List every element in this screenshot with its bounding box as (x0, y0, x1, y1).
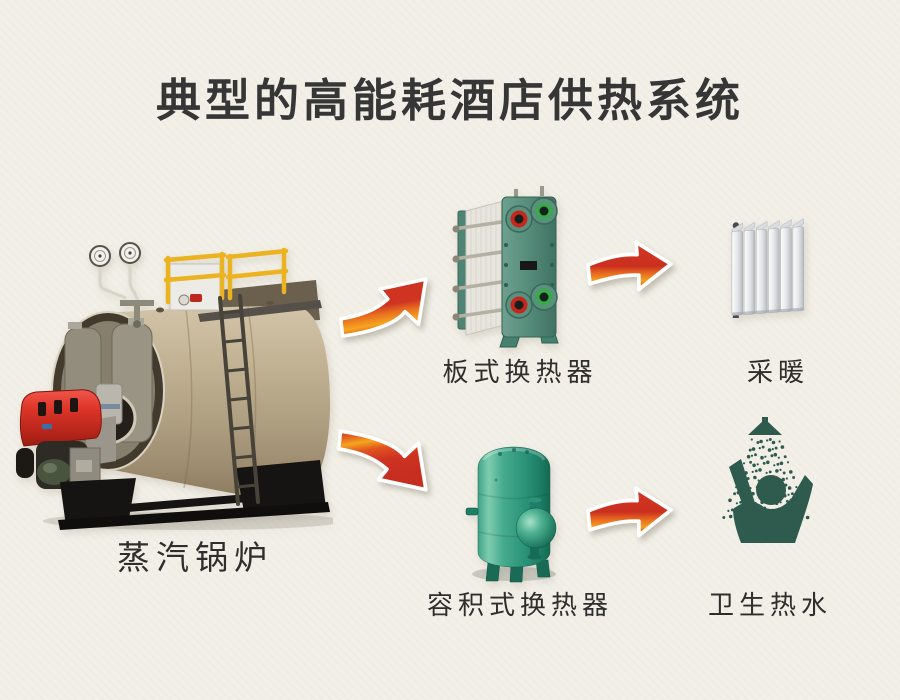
shower-icon (722, 417, 813, 543)
page-title: 典型的高能耗酒店供热系统 (155, 75, 744, 126)
plate-heat-exchanger-image (452, 186, 559, 348)
safety-railing (163, 247, 289, 305)
tank-hx-label: 容积式换热器 (426, 590, 613, 620)
volumetric-heat-exchanger-image (465, 446, 557, 583)
gauge-piping (98, 264, 140, 301)
flow-arrow-boiler-to-tank-hx (336, 429, 428, 492)
side-nozzle (465, 507, 479, 516)
burner-image (19, 389, 102, 447)
heating-label: 采暖 (746, 357, 809, 387)
plate-hx-label: 板式换热器 (442, 357, 598, 387)
flow-arrow-plate-hx-to-heating (586, 240, 673, 292)
flow-arrow-boiler-to-plate-hx (338, 277, 428, 338)
radiator-fins (731, 218, 804, 316)
steam-boiler-image (16, 242, 333, 530)
person-washing (729, 459, 813, 543)
pressure-gauge-icon (89, 242, 141, 267)
flow-arrow-tank-hx-to-hot-water (586, 486, 673, 538)
boiler-label: 蒸汽锅炉 (117, 539, 273, 576)
radiator-image (731, 218, 805, 318)
control-box (169, 263, 221, 311)
shower-head (748, 419, 782, 435)
hot-water-label: 卫生热水 (707, 590, 832, 620)
hx-ports (505, 197, 558, 319)
sphere-port (515, 497, 557, 560)
